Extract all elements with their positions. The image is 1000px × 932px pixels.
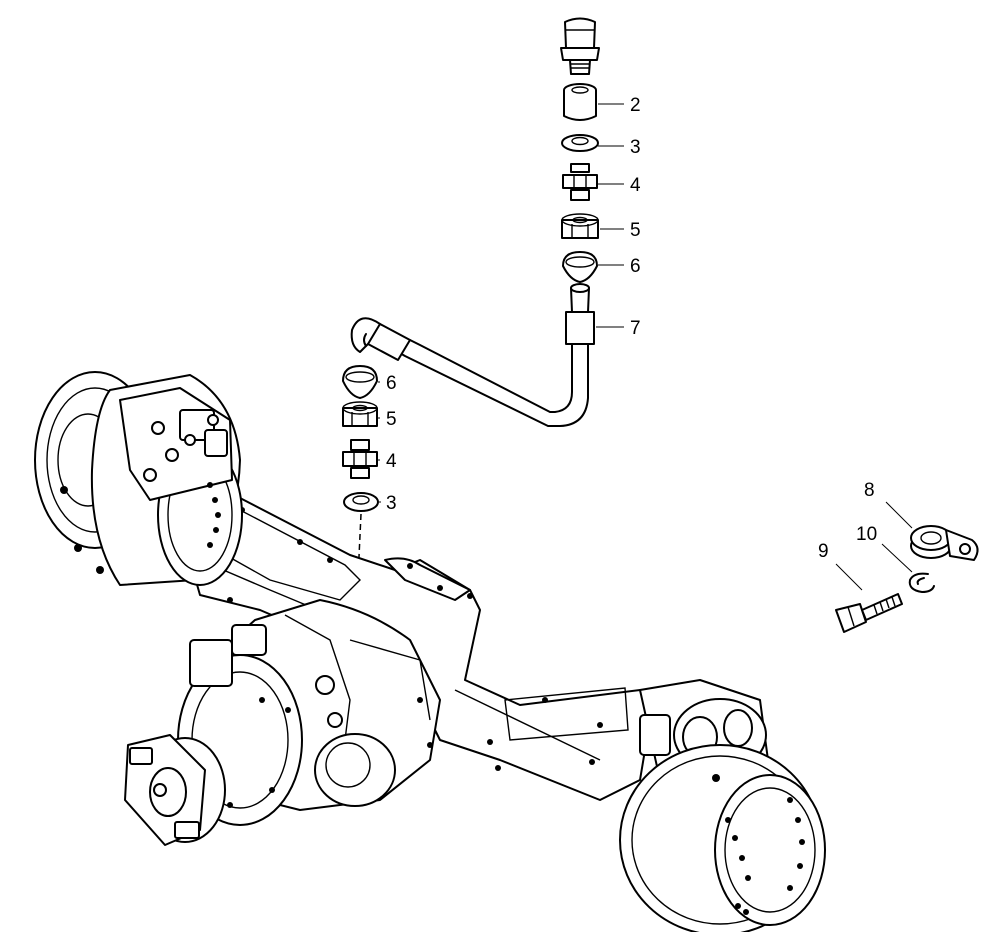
ferrule-part-6-top bbox=[562, 251, 598, 283]
spring-washer-part-10 bbox=[908, 572, 935, 593]
callout-8: 8 bbox=[864, 480, 875, 501]
washer-part-3-top bbox=[561, 134, 599, 152]
axle-housing-drawing bbox=[34, 371, 826, 932]
callout-2: 2 bbox=[630, 95, 641, 116]
leader-9 bbox=[835, 563, 863, 591]
callout-5-top: 5 bbox=[630, 220, 641, 241]
washer-part-3-bottom bbox=[343, 492, 379, 512]
callout-4-bottom: 4 bbox=[386, 451, 397, 472]
leader-10 bbox=[881, 543, 913, 573]
callout-6-top: 6 bbox=[630, 256, 641, 277]
bolt-part-9 bbox=[835, 593, 903, 633]
callout-5-bottom: 5 bbox=[386, 409, 397, 430]
callout-9: 9 bbox=[818, 541, 829, 562]
callout-6-bottom: 6 bbox=[386, 373, 397, 394]
leader-8 bbox=[885, 501, 913, 529]
clip-part-8 bbox=[910, 525, 979, 561]
ferrule-part-6-bottom bbox=[342, 365, 378, 399]
callout-4-top: 4 bbox=[630, 175, 641, 196]
nut-part-5-top bbox=[561, 213, 599, 239]
adapter-part-4-bottom bbox=[342, 439, 378, 479]
pipe-part-7 bbox=[350, 283, 595, 427]
callout-3-top: 3 bbox=[630, 137, 641, 158]
callout-10: 10 bbox=[856, 524, 877, 545]
nut-part-5-bottom bbox=[342, 401, 378, 427]
adapter-part-4-top bbox=[562, 163, 598, 201]
callout-7: 7 bbox=[630, 318, 641, 339]
sleeve-part-2 bbox=[563, 83, 597, 121]
breather-cap-part bbox=[560, 17, 600, 75]
callout-3-bottom: 3 bbox=[386, 493, 397, 514]
